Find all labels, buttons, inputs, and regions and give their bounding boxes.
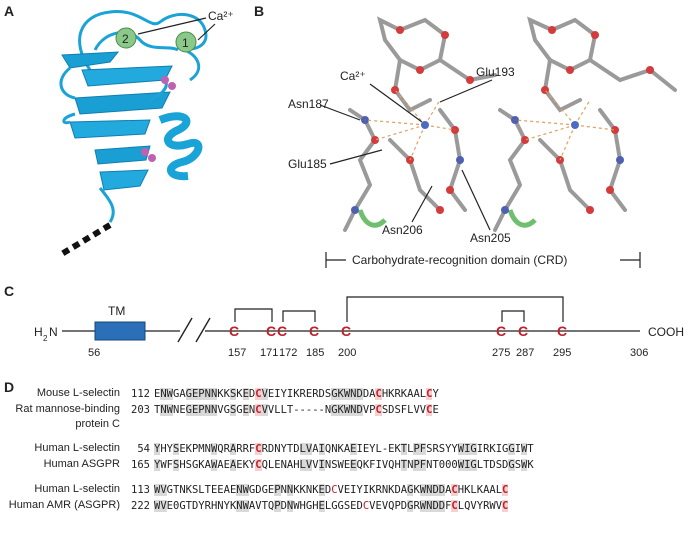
calcium-ion-1: [175, 31, 197, 53]
n-terminus-n: N: [49, 325, 58, 339]
disulfide-bonds: [234, 296, 564, 322]
nitrogen-atoms: [351, 116, 624, 214]
sequence-residues: ENWGAGEPNNKKSKEDCVEIYIKRERDSGKWNDDACHKRK…: [154, 388, 439, 400]
green-backbone-right: [507, 209, 537, 228]
sequence-name: Human L-selectin: [34, 483, 120, 495]
sequence-start: 54: [137, 443, 150, 455]
calcium-label-a: Ca²⁺: [208, 9, 234, 23]
position-295: 295: [553, 347, 571, 359]
sequence-residues: YWFSHSGKAWAEAEKYCQLENAHLVVINSWEEQKFIVQHT…: [154, 459, 534, 471]
cysteine-185: C: [309, 323, 319, 339]
calcium-arrow-2: [137, 17, 207, 35]
panel-label-a: A: [4, 3, 14, 19]
sequence-start: 203: [131, 404, 150, 416]
alignment-block-2: Human L-selectin 54 YHYSEKPMNWQRARRFCRDN…: [0, 441, 696, 473]
position-171: 171: [260, 347, 278, 359]
residue-label-asn205: Asn205: [470, 231, 511, 245]
calcium-ion-right: [571, 121, 579, 129]
alignment-row: Rat mannose-binding protein C 203 TNWNEG…: [0, 402, 696, 432]
end-position: 306: [630, 347, 648, 359]
sequence-start: 113: [131, 484, 150, 496]
sequence-residues: WVE0GTDYRHNYKNWAVTQPDNWHGHELGGSEDCVEVQPD…: [154, 500, 509, 512]
position-172: 172: [279, 347, 297, 359]
cysteine-markers: C C C C C C C C: [229, 323, 567, 339]
panel-label-d: D: [4, 379, 14, 395]
panel-label-b: B: [254, 3, 264, 19]
oxygen-atoms: [371, 26, 654, 214]
residue-arrow-asn206: [411, 185, 433, 223]
n-terminus-h: H: [34, 325, 43, 339]
transmembrane-domain: [94, 321, 146, 341]
calcium-site-1-label: 1: [182, 36, 189, 50]
break-mark-1: [177, 317, 193, 343]
residue-label-asn187: Asn187: [288, 97, 329, 111]
residue-label-glu185: Glu185: [288, 157, 327, 171]
position-157: 157: [228, 347, 246, 359]
alignment-row: Human AMR (ASGPR) 222 WVE0GTDYRHNYKNWAVT…: [0, 498, 696, 528]
sequence-alignment: Mouse L-selectin 112 ENWGAGEPNNKKSKEDCVE…: [0, 386, 696, 537]
residue-label-asn206: Asn206: [382, 223, 423, 237]
protein-ribbon-structure: [58, 10, 208, 258]
cysteine-287: C: [518, 323, 528, 339]
alignment-block-3: Human L-selectin 113 WVGTNKSLTEEAENWGDGE…: [0, 482, 696, 528]
residue-arrow-asn205: [461, 169, 491, 231]
alignment-row: Mouse L-selectin 112 ENWGAGEPNNKKSKEDCVE…: [0, 386, 696, 402]
alignment-row: Human ASGPR 165 YWFSHSGKAWAEAEKYCQLENAHL…: [0, 457, 696, 473]
sequence-residues: WVGTNKSLTEEAENWGDGEPNNKKNKEDCVEIYIKRNKDA…: [154, 484, 509, 496]
n-terminus-sub: 2: [43, 334, 48, 343]
sequence-residues: TNWNEGEPNNVGSGENCVVLLT-----NGKWNDVPCSDSF…: [154, 404, 439, 416]
green-backbone-left: [357, 209, 387, 228]
tm-label: TM: [108, 304, 125, 318]
cysteine-171: C: [266, 323, 276, 339]
alignment-block-1: Mouse L-selectin 112 ENWGAGEPNNKKSKEDCVE…: [0, 386, 696, 432]
residue-label-glu193: Glu193: [476, 65, 515, 79]
residue-arrow-asn187: [319, 104, 361, 121]
sequence-name: Mouse L-selectin: [36, 387, 120, 399]
calcium-label-b: Ca²⁺: [340, 69, 366, 83]
calcium-ion-2: [115, 27, 137, 49]
residue-arrow-glu185: [329, 149, 383, 165]
residue-arrow-glu193: [439, 79, 493, 103]
alignment-row: Human L-selectin 54 YHYSEKPMNWQRARRFCRDN…: [0, 441, 696, 457]
sequence-residues: YHYSEKPMNWQRARRFCRDNYTDLVAIQNKAEIEYL-EKT…: [154, 443, 534, 455]
sequence-name: Human AMR (ASGPR): [8, 499, 120, 511]
crd-bracket: [325, 252, 641, 268]
cysteine-172: C: [277, 323, 287, 339]
alignment-row: Human L-selectin 113 WVGTNKSLTEEAENWGDGE…: [0, 482, 696, 498]
sequence-name: Rat mannose-binding protein C: [15, 403, 120, 430]
cysteine-157: C: [229, 323, 239, 339]
calcium-ion-left: [421, 121, 429, 129]
position-200: 200: [338, 347, 356, 359]
calcium-site-2-label: 2: [122, 32, 129, 46]
cysteine-positions: 157 171 172 185 200 275 287 295: [228, 347, 571, 359]
position-275: 275: [492, 347, 510, 359]
cysteine-295: C: [557, 323, 567, 339]
sequence-start: 112: [131, 388, 150, 400]
sequence-name: Human ASGPR: [43, 458, 120, 470]
sequence-start: 165: [131, 459, 150, 471]
coordination-bonds: [364, 89, 616, 161]
calcium-arrow-1: [197, 23, 216, 41]
sequence-name: Human L-selectin: [34, 442, 120, 454]
cysteine-275: C: [496, 323, 506, 339]
cysteine-200: C: [341, 323, 351, 339]
binding-site-stereo-view: [343, 16, 677, 232]
calcium-arrow-b: [369, 83, 423, 123]
c-terminus-label: COOH: [648, 325, 684, 339]
panel-label-c: C: [4, 283, 14, 299]
position-287: 287: [516, 347, 534, 359]
tm-position: 56: [88, 347, 100, 359]
break-mark-2: [195, 317, 211, 343]
position-185: 185: [306, 347, 324, 359]
crd-label: Carbohydrate-recognition domain (CRD): [352, 253, 567, 267]
sequence-start: 222: [131, 500, 150, 512]
